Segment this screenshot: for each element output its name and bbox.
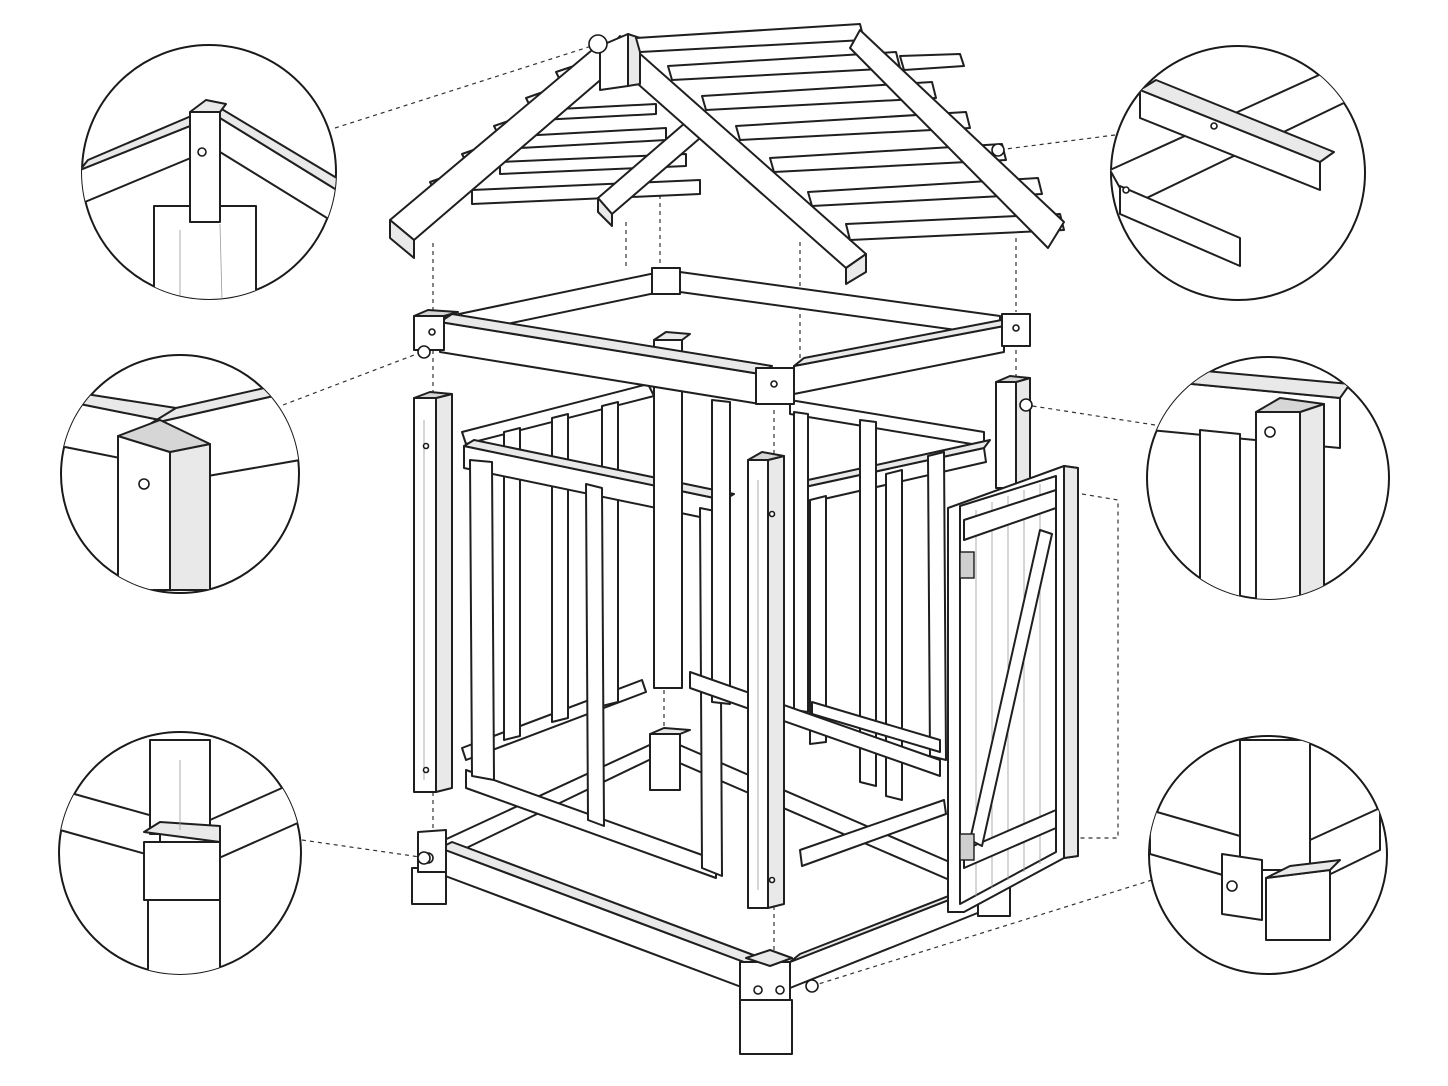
leader-ridge [334,43,599,129]
roof-slat [807,177,1043,207]
roof-rafter-back-right [849,29,1065,249]
marker-base-left-icon [417,851,431,865]
bolt-icon [775,985,785,995]
marker-slat-icon [991,143,1005,157]
left-panel-stile-left [469,459,495,781]
foot-block-front [739,999,793,1055]
door-diagonal-brace [969,529,1053,847]
leader-post-corner [1025,404,1156,426]
base-corner-left [417,829,447,873]
marker-post-corner-icon [1019,398,1033,412]
door-top-brace [963,489,1057,541]
base-right-joint-detail [1148,735,1388,975]
back-center-post [653,339,683,689]
bolt-icon [1012,324,1020,332]
base-back-post [649,733,681,791]
base-frame [411,727,1011,1055]
leader-slat [997,134,1116,151]
top-corner-back [651,267,681,295]
leader-base-right [811,879,1153,987]
marker-base-right-icon [805,979,819,993]
marker-ridge-icon [588,34,608,54]
left-wall-panel [461,383,735,879]
roof-slat [701,81,937,111]
roof-slat [845,213,1065,241]
top-corner-detail [60,354,300,594]
door-hinge-bottom-icon [959,833,975,861]
left-panel-bottom-rail-front [465,769,717,879]
corner-post-left [413,397,437,793]
callout-markers [417,34,1033,993]
door-hinge-top-icon [959,551,975,579]
leader-base-left [301,839,421,858]
base-corner-front [739,961,791,1001]
roof-assembly [389,23,1065,285]
door-bottom-brace [963,809,1057,869]
guide-door [1078,493,1119,839]
roof-slat-detail [1110,45,1366,301]
bolt-icon [770,380,778,388]
ridge-joint-detail [81,44,337,300]
roof-slat [769,143,1007,173]
roof-slat [735,111,971,141]
foot-block-left [411,867,447,905]
leader-top-corner [282,351,423,406]
corner-post-right [995,381,1017,489]
door-panel [947,465,1079,913]
bolt-icon [428,328,436,336]
bolt-icon [753,985,763,995]
top-frame [413,267,1031,405]
top-beam-back-right [679,271,1001,337]
roof-slat [635,23,865,53]
right-panel-top-rail-back [789,399,985,447]
right-panel-bottom-rail-front [799,799,947,867]
base-left-joint-detail [58,731,302,975]
marker-top-corner-icon [417,345,431,359]
post-corner-detail [1146,356,1390,600]
corner-posts [413,375,1031,909]
